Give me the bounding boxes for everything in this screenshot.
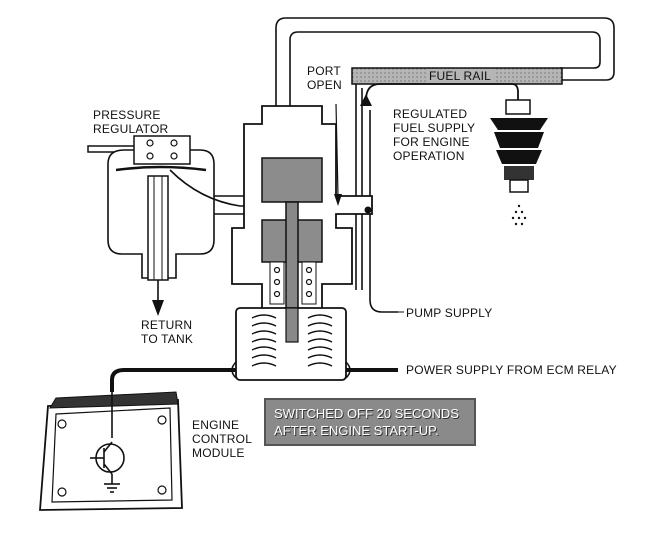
return-to-tank-line-1: RETURN: [141, 318, 193, 332]
ecm-line-1: ENGINE: [192, 418, 240, 432]
port-open-label: PORT OPEN: [307, 64, 342, 92]
regulated-supply-line-1: REGULATED: [393, 107, 468, 121]
pressure-regulator-label: PRESSURE REGULATOR: [93, 108, 168, 136]
regulator-pipe: [169, 169, 372, 215]
return-arrow: [152, 300, 164, 316]
control-valve: [231, 105, 373, 331]
power-wire: [110, 368, 398, 392]
ecm-line-3: MODULE: [192, 446, 245, 460]
regulated-supply-line-4: OPERATION: [393, 149, 465, 163]
switch-off-note: SWITCHED OFF 20 SECONDS AFTER ENGINE STA…: [264, 398, 476, 446]
engine-control-module: [39, 391, 183, 511]
port-open-line-1: PORT: [307, 64, 341, 78]
regulated-supply-line-3: FOR ENGINE: [393, 135, 470, 149]
pressure-regulator-line-1: PRESSURE: [93, 108, 161, 122]
fuel-injector-icon: [490, 99, 548, 226]
switch-off-note-line-1: SWITCHED OFF 20 SECONDS: [274, 406, 459, 421]
regulated-supply-label: REGULATED FUEL SUPPLY FOR ENGINE OPERATI…: [393, 107, 475, 163]
ecm-label: ENGINE CONTROL MODULE: [192, 418, 252, 460]
injector-feed: [365, 83, 519, 101]
fuel-rail-label: FUEL RAIL: [426, 69, 495, 83]
port-open-pointer: [335, 103, 339, 197]
power-supply-label: POWER SUPPLY FROM ECM RELAY: [406, 363, 617, 377]
transistor-icon: [90, 441, 125, 484]
pump-relay-solenoid: [235, 307, 347, 381]
ecm-line-2: CONTROL: [192, 432, 253, 446]
supply-loop-tube: [275, 17, 615, 140]
pressure-regulator: [87, 135, 215, 281]
switch-off-note-line-2: AFTER ENGINE START-UP.: [274, 423, 439, 438]
return-to-tank-line-2: TO TANK: [141, 332, 194, 346]
pressure-regulator-line-2: REGULATOR: [93, 122, 169, 136]
wire-break-left: [231, 361, 237, 379]
wire-break-right: [345, 361, 351, 379]
regulated-supply-line-2: FUEL SUPPLY: [393, 121, 476, 135]
port-arrow: [334, 194, 342, 206]
port-open-line-2: OPEN: [307, 78, 342, 92]
ground-icon: [104, 483, 120, 493]
pump-supply-label: PUMP SUPPLY: [406, 306, 493, 320]
regulated-supply-line: [355, 84, 398, 313]
return-to-tank-label: RETURN TO TANK: [141, 318, 193, 346]
spring-icon: [251, 314, 333, 367]
junction-dot: [364, 206, 372, 214]
